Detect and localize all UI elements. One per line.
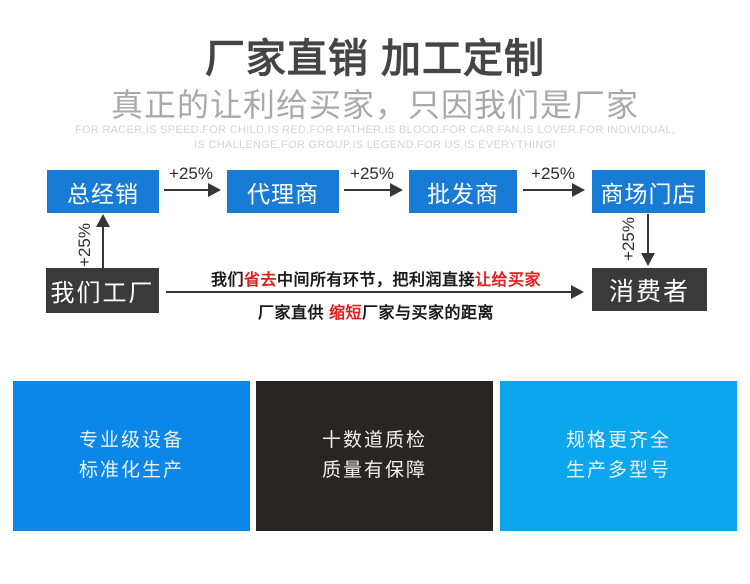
direct-seg-2-highlight: 缩短 <box>328 305 362 322</box>
node-retail-store: 商场门店 <box>592 170 705 213</box>
right-arrow-icon <box>164 183 221 197</box>
feature-line-1: 十数道质检 <box>321 430 427 451</box>
savings-seg-3: 中间所有环节，把利润直接 <box>277 272 476 289</box>
node-agent: 代理商 <box>227 170 339 213</box>
feature-line-1: 专业级设备 <box>78 430 184 451</box>
node-consumer: 消费者 <box>592 268 707 311</box>
right-arrow-icon <box>344 183 403 197</box>
markup-label-1: +25% <box>169 164 213 183</box>
direct-supply-statement: 厂家直供 缩短厂家与买家的距离 <box>166 299 586 323</box>
savings-seg-1: 我们 <box>210 272 244 289</box>
node-wholesaler: 批发商 <box>409 170 517 213</box>
savings-seg-4-highlight: 让给买家 <box>475 272 542 289</box>
caption-line-1: FOR RACER,IS SPEED.FOR CHILD,IS RED.FOR … <box>74 124 676 136</box>
factory-to-consumer-arrow-icon <box>166 285 584 299</box>
feature-card-equipment: 专业级设备 标准化生产 <box>13 381 250 531</box>
direct-seg-1: 厂家直供 <box>258 305 329 322</box>
down-arrow-icon <box>641 214 655 266</box>
markup-label-down: +25% <box>619 217 638 261</box>
feature-line-2: 标准化生产 <box>78 460 184 481</box>
feature-card-specs: 规格更齐全 生产多型号 <box>500 381 737 531</box>
savings-seg-2-highlight: 省去 <box>243 272 277 289</box>
feature-card-quality: 十数道质检 质量有保障 <box>256 381 493 531</box>
caption-line-2: IS CHALLENGE.FOR GROUP,IS LEGEND.FOR US,… <box>194 139 556 151</box>
direct-seg-3: 厂家与买家的距离 <box>361 305 494 322</box>
up-arrow-icon <box>96 214 110 268</box>
page-subtitle: 真正的让利给买家，只因我们是厂家 <box>110 87 639 123</box>
caption-english: FOR RACER,IS SPEED.FOR CHILD,IS RED.FOR … <box>0 123 750 153</box>
feature-line-2: 质量有保障 <box>321 460 427 481</box>
node-our-factory: 我们工厂 <box>46 268 159 313</box>
node-general-distributor: 总经销 <box>47 170 159 213</box>
right-arrow-icon <box>523 183 585 197</box>
markup-label-3: +25% <box>531 164 575 183</box>
savings-statement: 我们省去中间所有环节，把利润直接让给买家 <box>166 266 586 290</box>
markup-label-2: +25% <box>350 164 394 183</box>
page-title: 厂家直销 加工定制 <box>204 37 546 81</box>
feature-line-2: 生产多型号 <box>565 460 671 481</box>
markup-label-up: +25% <box>75 223 94 267</box>
feature-line-1: 规格更齐全 <box>565 430 671 451</box>
